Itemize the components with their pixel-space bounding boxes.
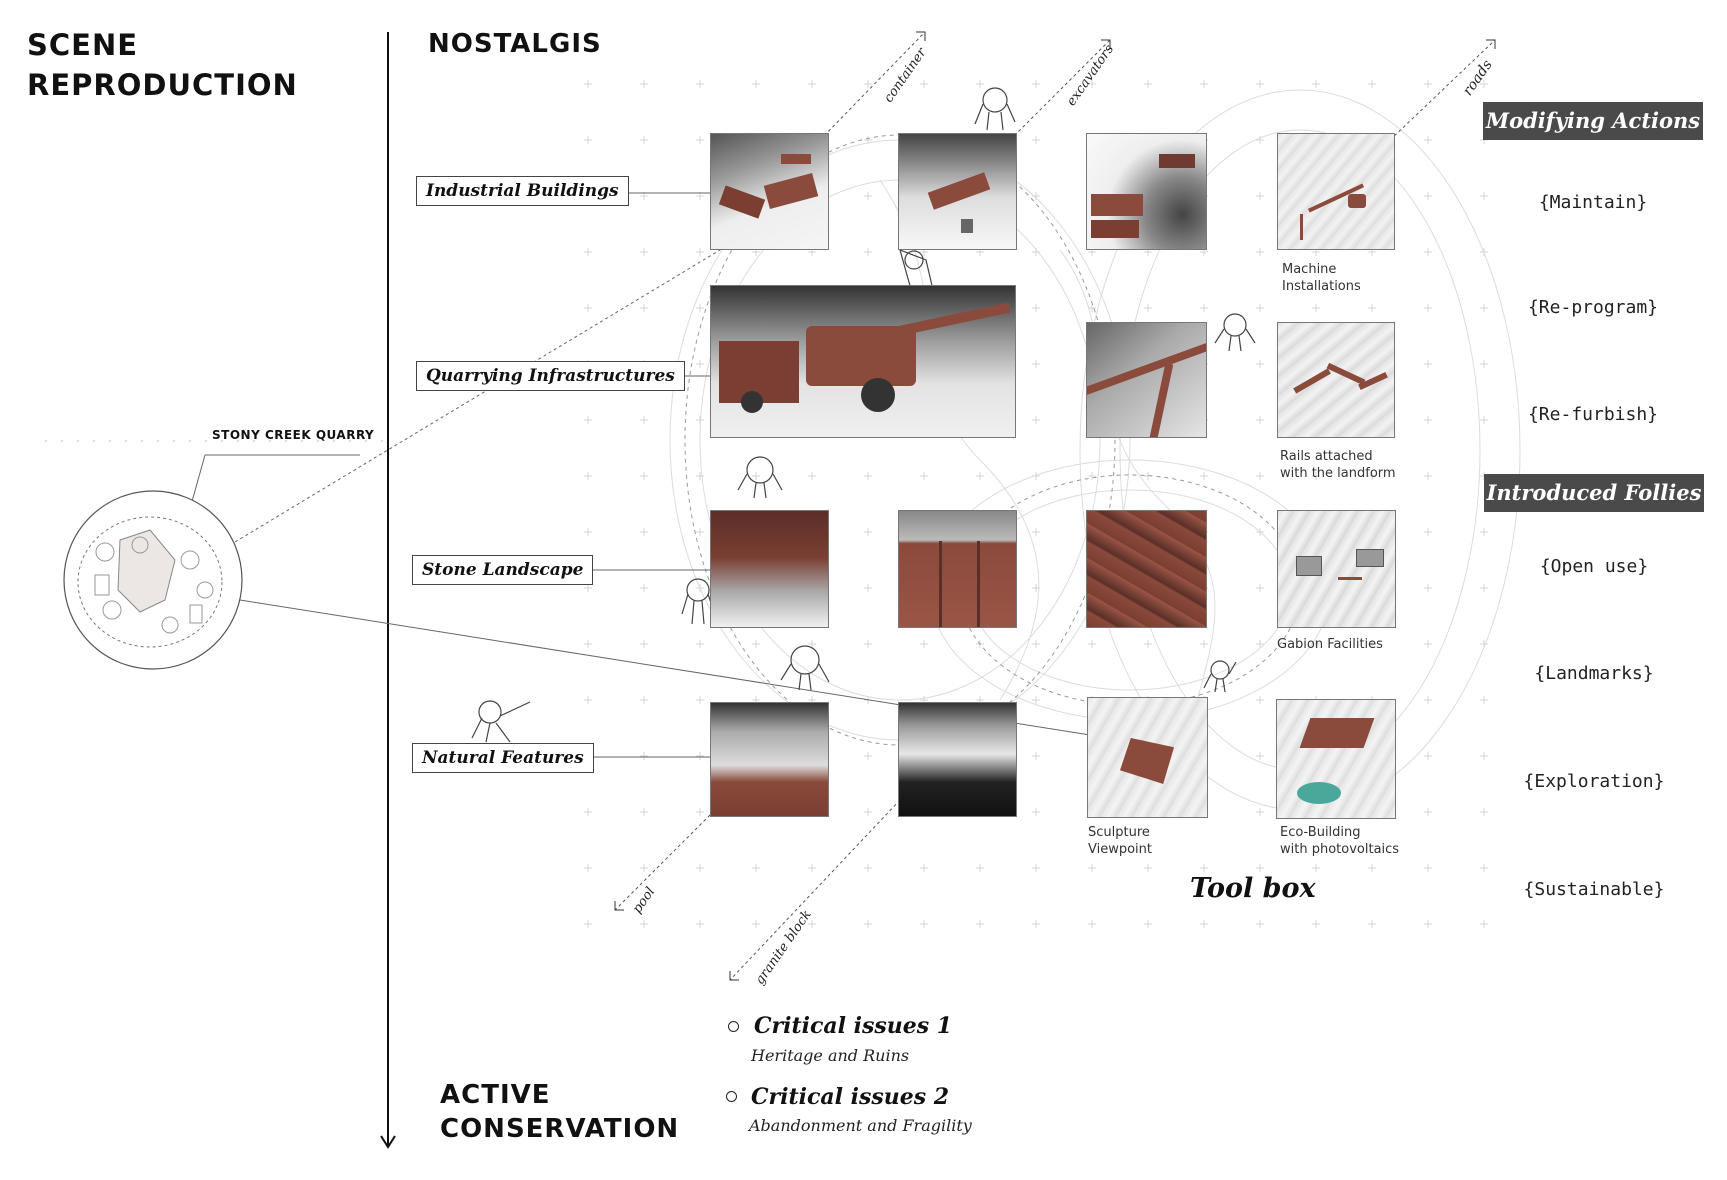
bullet-circle [726, 1091, 737, 1102]
critical-issue-2-subtitle: Abandonment and Fragility [749, 1116, 972, 1135]
active-conservation-heading: ACTIVE CONSERVATION [440, 1078, 679, 1146]
arrow-heads [614, 31, 1496, 981]
critical-issue-2-title: Critical issues 2 [751, 1084, 950, 1110]
critical-issue-1-title: Critical issues 1 [754, 1013, 953, 1039]
rust-machine [1348, 194, 1366, 208]
action-maintain: {Maintain} [1538, 192, 1648, 213]
folly-open-use: {Open use} [1539, 556, 1649, 577]
rust-machine [1300, 214, 1303, 240]
wheel [861, 378, 895, 412]
stone-edge [977, 541, 980, 627]
toolbox-eco-building [1276, 699, 1396, 819]
sculpture-shape [1120, 738, 1174, 784]
action-reprogram: {Re-program} [1527, 297, 1659, 318]
introduced-follies-banner: Introduced Follies [1484, 474, 1704, 512]
folly-exploration: {Exploration} [1523, 771, 1665, 792]
site-label: STONY CREEK QUARRY [212, 428, 375, 442]
rust-rail [1293, 368, 1331, 394]
scene-reproduction-heading: SCENE REPRODUCTION [27, 25, 298, 105]
category-industrial-buildings: Industrial Buildings [416, 176, 629, 206]
category-natural-features: Natural Features [412, 743, 594, 773]
toolbox-gabion [1277, 510, 1396, 628]
rust-rail [1326, 362, 1366, 386]
bullet-circle [728, 1021, 739, 1032]
category-stone-landscape: Stone Landscape [412, 555, 594, 585]
photo-natural-features-1 [710, 702, 829, 817]
rust-block [718, 185, 766, 219]
photo-quarrying-machines [710, 285, 1016, 438]
caption-rails: Rails attached with the landform [1280, 448, 1396, 482]
critical-issue-1-subtitle: Heritage and Ruins [751, 1046, 910, 1065]
rust-road [1087, 337, 1206, 397]
caption-gabion: Gabion Facilities [1277, 636, 1383, 653]
eco-roof [1299, 718, 1375, 748]
photo-industrial-2 [898, 133, 1017, 250]
heading-line: SCENE [27, 28, 139, 62]
rust-block [763, 172, 819, 210]
category-quarrying-infrastructures: Quarrying Infrastructures [416, 361, 685, 391]
axis-arrow-down [380, 1135, 396, 1149]
photo-stone-landscape-2 [898, 510, 1017, 628]
caption-eco-building: Eco-Building with photovoltaics [1280, 824, 1399, 858]
figure-sketches [471, 87, 1256, 743]
caption-line: Gabion Facilities [1277, 637, 1383, 652]
photo-stone-landscape-1 [710, 510, 829, 628]
rust-block [1159, 154, 1195, 168]
caption-sculpture: Sculpture Viewpoint [1088, 824, 1152, 858]
modifying-actions-banner: Modifying Actions [1483, 102, 1703, 140]
toolbox-rails [1277, 322, 1395, 438]
caption-line: Sculpture [1088, 825, 1150, 840]
eco-pool [1297, 782, 1341, 804]
caption-line: with the landform [1280, 466, 1396, 481]
photo-industrial-3 [1086, 133, 1207, 250]
folly-sustainable: {Sustainable} [1523, 879, 1665, 900]
wheel [741, 391, 763, 413]
toolbox-title: Tool box [1190, 873, 1316, 904]
nostalgis-heading: NOSTALGIS [428, 29, 602, 59]
rust-block [781, 154, 811, 164]
site-plan-circle [63, 490, 243, 670]
rust-block [1091, 220, 1139, 238]
heading-line: REPRODUCTION [27, 68, 298, 102]
caption-line: Installations [1282, 279, 1361, 294]
heading-line: CONSERVATION [440, 1114, 680, 1144]
caption-machine-installations: Machine Installations [1282, 261, 1361, 295]
heading-line: ACTIVE [440, 1080, 551, 1110]
caption-line: Viewpoint [1088, 842, 1153, 857]
gabion-block [1296, 556, 1322, 576]
machine-shape [961, 219, 973, 233]
conveyor [881, 302, 1011, 340]
toolbox-machine-installations [1277, 133, 1395, 250]
rust-block [1091, 194, 1143, 216]
caption-line: Eco-Building [1280, 825, 1361, 840]
caption-line: Machine [1282, 262, 1337, 277]
photo-quarrying-roads [1086, 322, 1207, 438]
photo-industrial-1 [710, 133, 829, 250]
diagonal-arrows [614, 31, 1496, 981]
folly-landmarks: {Landmarks} [1534, 663, 1654, 684]
stone-edge [939, 541, 942, 627]
photo-natural-features-pool [898, 702, 1017, 817]
rust-road [1148, 363, 1174, 437]
gabion-block [1356, 549, 1384, 567]
toolbox-sculpture-viewpoint [1087, 697, 1208, 818]
rust-block [927, 172, 991, 210]
action-refurbish: {Re-furbish} [1527, 404, 1659, 425]
caption-line: Rails attached [1280, 449, 1373, 464]
gabion-bar [1338, 577, 1362, 580]
photo-stone-landscape-3 [1086, 510, 1207, 628]
caption-line: with photovoltaics [1280, 842, 1400, 857]
